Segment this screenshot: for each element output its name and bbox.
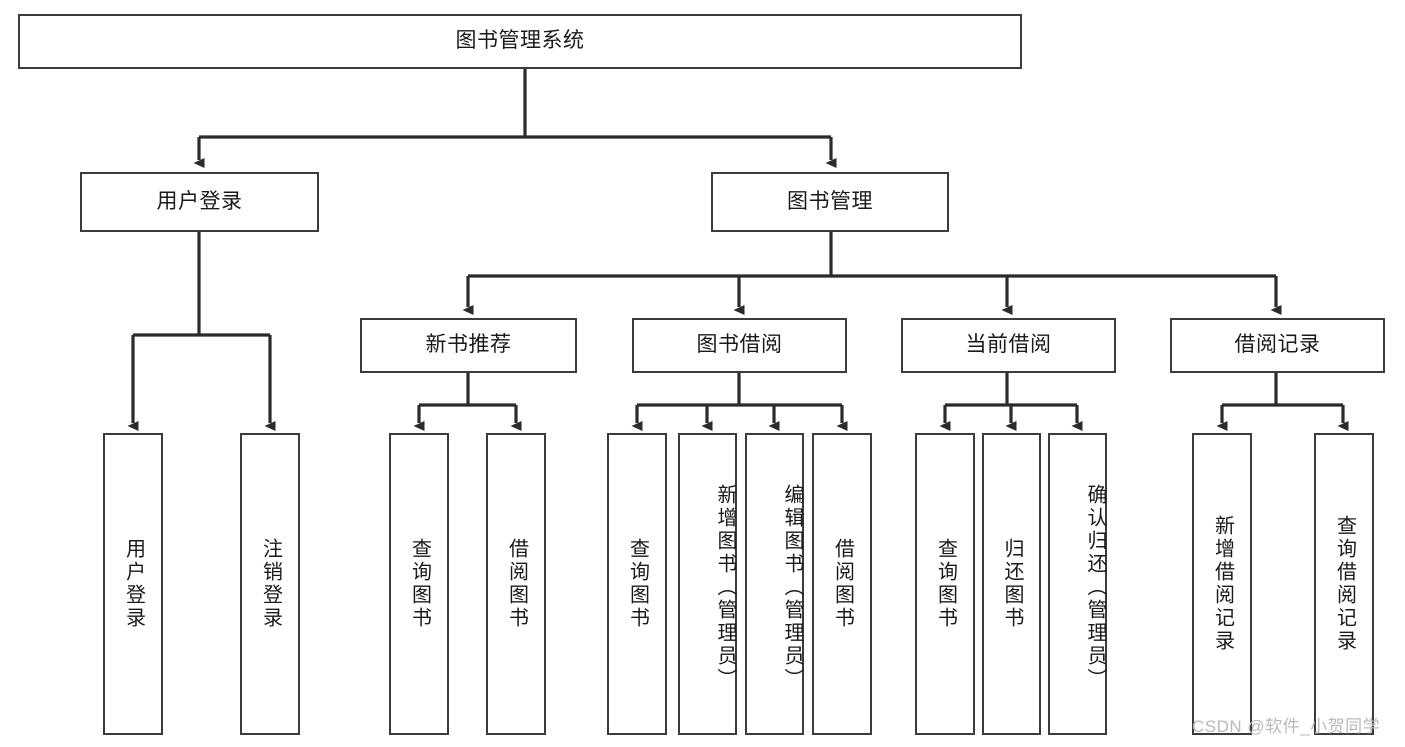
node-leaf-edit-book-label: 编辑图书（管理员） (781, 483, 803, 691)
node-leaf-add-record-label: 新增借阅记录 (1211, 515, 1234, 653)
node-new-book-recommend[interactable]: 新书推荐 (360, 318, 577, 373)
node-leaf-return-book[interactable]: 归还图书 (982, 433, 1041, 735)
node-root-label: 图书管理系统 (455, 29, 585, 53)
node-leaf-user-login[interactable]: 用户登录 (103, 433, 163, 735)
node-borrow-record-label: 借阅记录 (1234, 333, 1321, 357)
node-leaf-logout-login[interactable]: 注销登录 (240, 433, 300, 735)
node-user-login[interactable]: 用户登录 (80, 172, 319, 232)
node-leaf-query-book-2[interactable]: 查询图书 (607, 433, 667, 735)
node-leaf-logout-login-label: 注销登录 (259, 538, 282, 630)
node-new-book-recommend-label: 新书推荐 (425, 333, 512, 357)
node-leaf-query-book-1-label: 查询图书 (408, 538, 431, 630)
node-user-login-label: 用户登录 (156, 189, 243, 213)
node-leaf-borrow-book-2[interactable]: 借阅图书 (812, 433, 872, 735)
node-leaf-query-book-2-label: 查询图书 (626, 538, 649, 630)
node-leaf-query-record[interactable]: 查询借阅记录 (1314, 433, 1374, 735)
node-leaf-confirm-return[interactable]: 确认归还（管理员） (1048, 433, 1107, 735)
node-leaf-query-book-3[interactable]: 查询图书 (915, 433, 975, 735)
node-leaf-confirm-return-label: 确认归还（管理员） (1084, 483, 1106, 691)
watermark: CSDN @软件_小贺同学 (1192, 717, 1381, 736)
node-leaf-edit-book[interactable]: 编辑图书（管理员） (745, 433, 804, 735)
node-root[interactable]: 图书管理系统 (18, 14, 1022, 69)
node-book-borrow-label: 图书借阅 (696, 333, 783, 357)
node-leaf-borrow-book-2-label: 借阅图书 (831, 538, 854, 630)
node-current-borrow-label: 当前借阅 (965, 333, 1052, 357)
node-leaf-add-record[interactable]: 新增借阅记录 (1192, 433, 1252, 735)
node-leaf-query-book-3-label: 查询图书 (934, 538, 957, 630)
node-leaf-borrow-book-1[interactable]: 借阅图书 (486, 433, 546, 735)
node-book-management[interactable]: 图书管理 (711, 172, 949, 232)
node-leaf-query-book-1[interactable]: 查询图书 (389, 433, 449, 735)
node-book-management-label: 图书管理 (787, 189, 873, 213)
node-book-borrow[interactable]: 图书借阅 (632, 318, 847, 373)
node-leaf-query-record-label: 查询借阅记录 (1333, 515, 1356, 653)
node-leaf-return-book-label: 归还图书 (1001, 538, 1023, 630)
node-leaf-user-login-label: 用户登录 (122, 538, 145, 630)
node-borrow-record[interactable]: 借阅记录 (1170, 318, 1385, 373)
node-current-borrow[interactable]: 当前借阅 (901, 318, 1116, 373)
node-leaf-borrow-book-1-label: 借阅图书 (505, 538, 528, 630)
node-leaf-add-book-label: 新增图书（管理员） (714, 483, 736, 691)
node-leaf-add-book[interactable]: 新增图书（管理员） (678, 433, 737, 735)
